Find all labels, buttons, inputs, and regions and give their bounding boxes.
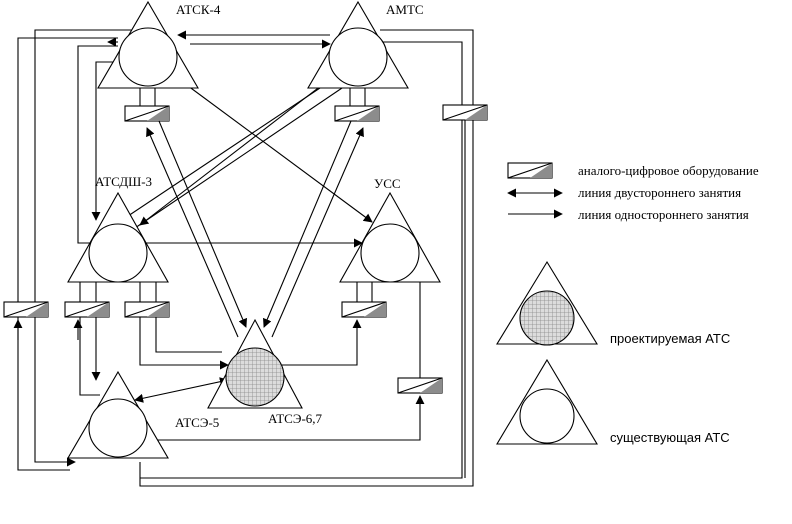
adc-amts-right[interactable] — [442, 104, 488, 121]
line-atsk4-atse67 — [146, 120, 247, 338]
line-atsk4-uss — [179, 79, 373, 223]
line-amts-atsdsh3 — [139, 84, 323, 226]
station-atse67[interactable] — [207, 318, 303, 409]
line-atse5-atse67 — [134, 377, 229, 403]
station-amts[interactable] — [307, 0, 409, 89]
line-amts-atse67 — [263, 120, 364, 338]
station-atse5[interactable] — [67, 370, 169, 459]
legend-adc-label: аналого-цифровое оборудование — [578, 163, 759, 178]
station-atsdsh3[interactable] — [67, 191, 169, 283]
legend-unidirectional-label: линия одностороннего занятия — [578, 207, 749, 222]
line-atsdsh3-atse67 — [139, 317, 229, 370]
line-atsdsh3-atse5 — [73, 317, 101, 396]
adc-left-edge[interactable] — [3, 301, 49, 318]
adc-uss[interactable] — [341, 301, 387, 318]
adc-atsk4[interactable] — [124, 105, 170, 122]
legend-adc-symbol — [507, 162, 553, 179]
legend-bidirectional-label: линия двустороннего занятия — [578, 185, 741, 200]
line-atsdsh3-amts-double — [124, 75, 346, 229]
adc-amts[interactable] — [334, 105, 380, 122]
label-atsk4: АТСК-4 — [176, 2, 221, 17]
adc-atsdsh3-left[interactable] — [64, 301, 110, 318]
legend-projected-label: проектируемая АТС — [610, 331, 730, 346]
legend-existing-symbol — [496, 358, 598, 445]
line-atse5-adc-lower — [148, 395, 425, 441]
label-atsdsh3: АТСДШ-3 — [95, 174, 152, 189]
station-atsk4[interactable] — [97, 0, 199, 89]
legend-projected-symbol — [496, 260, 598, 346]
label-uss: УСС — [374, 176, 401, 191]
adc-lower-right[interactable] — [397, 377, 443, 394]
label-atse67: АТСЭ-6,7 — [268, 411, 323, 426]
line-atsk4-amts — [177, 30, 331, 49]
legend-existing-label: существующая АТС — [610, 430, 730, 445]
line-atse67-uss — [282, 319, 362, 366]
label-amts: АМТС — [386, 2, 424, 17]
line-atsk4-atsdsh3-left — [77, 37, 118, 244]
station-uss[interactable] — [339, 191, 441, 283]
line-amts-atse5-right — [139, 29, 474, 487]
line-atsk4-atse5-outer — [17, 29, 135, 471]
adc-atsdsh3-right[interactable] — [124, 301, 170, 318]
label-atse5: АТСЭ-5 — [175, 415, 219, 430]
